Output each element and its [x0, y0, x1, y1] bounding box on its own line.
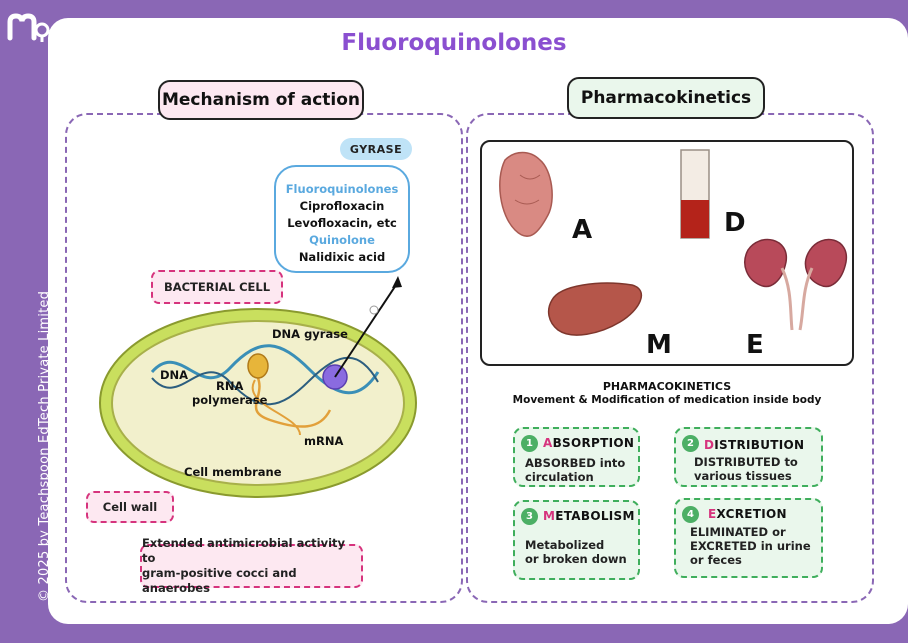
distribution-number: 2: [682, 435, 699, 452]
absorption-number: 1: [521, 435, 538, 452]
letter-d: D: [724, 208, 746, 238]
brand-logo: [7, 13, 50, 42]
excretion-title: EXCRETION: [708, 507, 787, 521]
drug-class-quinolone: Quinolone: [309, 233, 375, 247]
letter-m: M: [646, 330, 672, 360]
drug-list-box: Fluoroquinolones Ciprofloxacin Levofloxa…: [274, 165, 410, 273]
mrna-label: mRNA: [304, 434, 344, 448]
pk-caption-subtitle: Movement & Modification of medication in…: [512, 394, 822, 406]
excretion-number: 4: [682, 506, 699, 523]
pk-caption-title: PHARMACOKINETICS: [602, 380, 732, 393]
distribution-title: DISTRIBUTION: [704, 438, 805, 452]
metabolism-title: METABOLISM: [543, 509, 635, 523]
drug-ciprofloxacin: Ciprofloxacin: [299, 199, 385, 213]
activity-line-2: gram-positive cocci and anaerobes: [142, 566, 297, 595]
dna-gyrase-label: DNA gyrase: [272, 327, 348, 341]
letter-a: A: [572, 215, 593, 245]
polymerase-label: polymerase: [192, 393, 268, 407]
bacterial-cell-tag: BACTERIAL CELL: [151, 270, 283, 304]
antimicrobial-activity-note: Extended antimicrobial activity to gram-…: [140, 536, 363, 595]
absorption-title: ABSORPTION: [543, 436, 635, 450]
activity-line-1: Extended antimicrobial activity to: [142, 536, 346, 565]
drug-class-fluoroquinolones: Fluoroquinolones: [285, 182, 399, 196]
mechanism-heading: Mechanism of action: [158, 80, 364, 120]
drug-levofloxacin: Levofloxacin, etc: [287, 216, 397, 230]
cell-wall-tag: Cell wall: [86, 491, 174, 523]
rna-label: RNA: [216, 379, 244, 393]
metabolism-number: 3: [521, 508, 538, 525]
letter-e: E: [746, 330, 764, 360]
drug-nalidixic-acid: Nalidixic acid: [298, 250, 386, 264]
dna-label: DNA: [160, 368, 189, 382]
gyrase-label: GYRASE: [340, 138, 412, 160]
pharmacokinetics-heading: Pharmacokinetics: [567, 77, 765, 119]
cell-membrane-label: Cell membrane: [184, 465, 282, 479]
page-title: Fluoroquinolones: [341, 30, 567, 56]
